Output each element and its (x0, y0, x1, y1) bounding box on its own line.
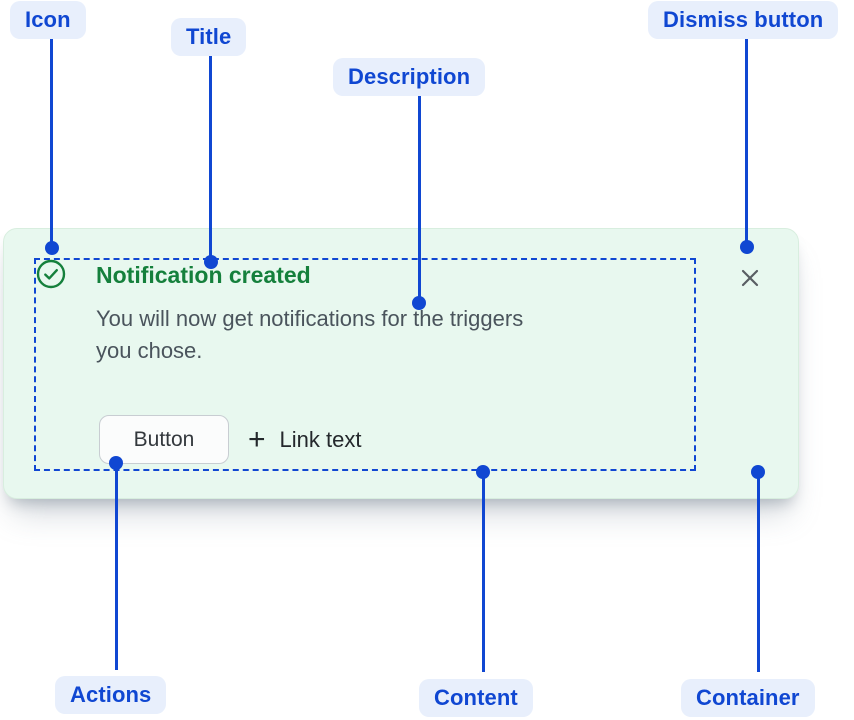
actions-callout-line (115, 463, 118, 670)
dismiss-callout-dot (740, 240, 754, 254)
flag-description-line1: You will now get notifications for the t… (96, 306, 524, 331)
dismiss-button[interactable] (731, 260, 769, 296)
description-callout-line (418, 95, 421, 303)
flag-title: Notification created (96, 262, 311, 288)
label-dismiss-button: Dismiss button (648, 1, 839, 39)
close-icon (741, 269, 759, 287)
plus-icon: + (248, 422, 266, 456)
label-container: Container (681, 679, 815, 717)
title-callout-line (209, 52, 212, 262)
check-circle-icon (36, 259, 66, 289)
icon-callout-dot (45, 241, 59, 255)
content-callout-line (482, 472, 485, 672)
label-actions: Actions (55, 676, 167, 714)
flag-description: You will now get notifications for the t… (96, 303, 523, 367)
content-callout-dot (476, 465, 490, 479)
container-callout-dot (751, 465, 765, 479)
dismiss-callout-line (745, 37, 748, 247)
label-content: Content (419, 679, 533, 717)
actions-callout-dot (109, 456, 123, 470)
flag-description-line2: you chose. (96, 338, 203, 363)
description-callout-dot (412, 296, 426, 310)
label-icon: Icon (10, 1, 86, 39)
flag-action-button[interactable]: Button (99, 415, 229, 464)
label-description: Description (333, 58, 486, 96)
flag-content-area (34, 258, 696, 471)
container-callout-line (757, 472, 760, 672)
title-callout-dot (204, 255, 218, 269)
flag-actions: Button + Link text (99, 415, 361, 464)
flag-link-label: Link text (279, 426, 362, 452)
flag-container: Notification created You will now get no… (3, 228, 799, 499)
icon-callout-line (50, 38, 53, 248)
label-title: Title (171, 18, 247, 56)
flag-link-action[interactable]: + Link text (248, 422, 362, 456)
